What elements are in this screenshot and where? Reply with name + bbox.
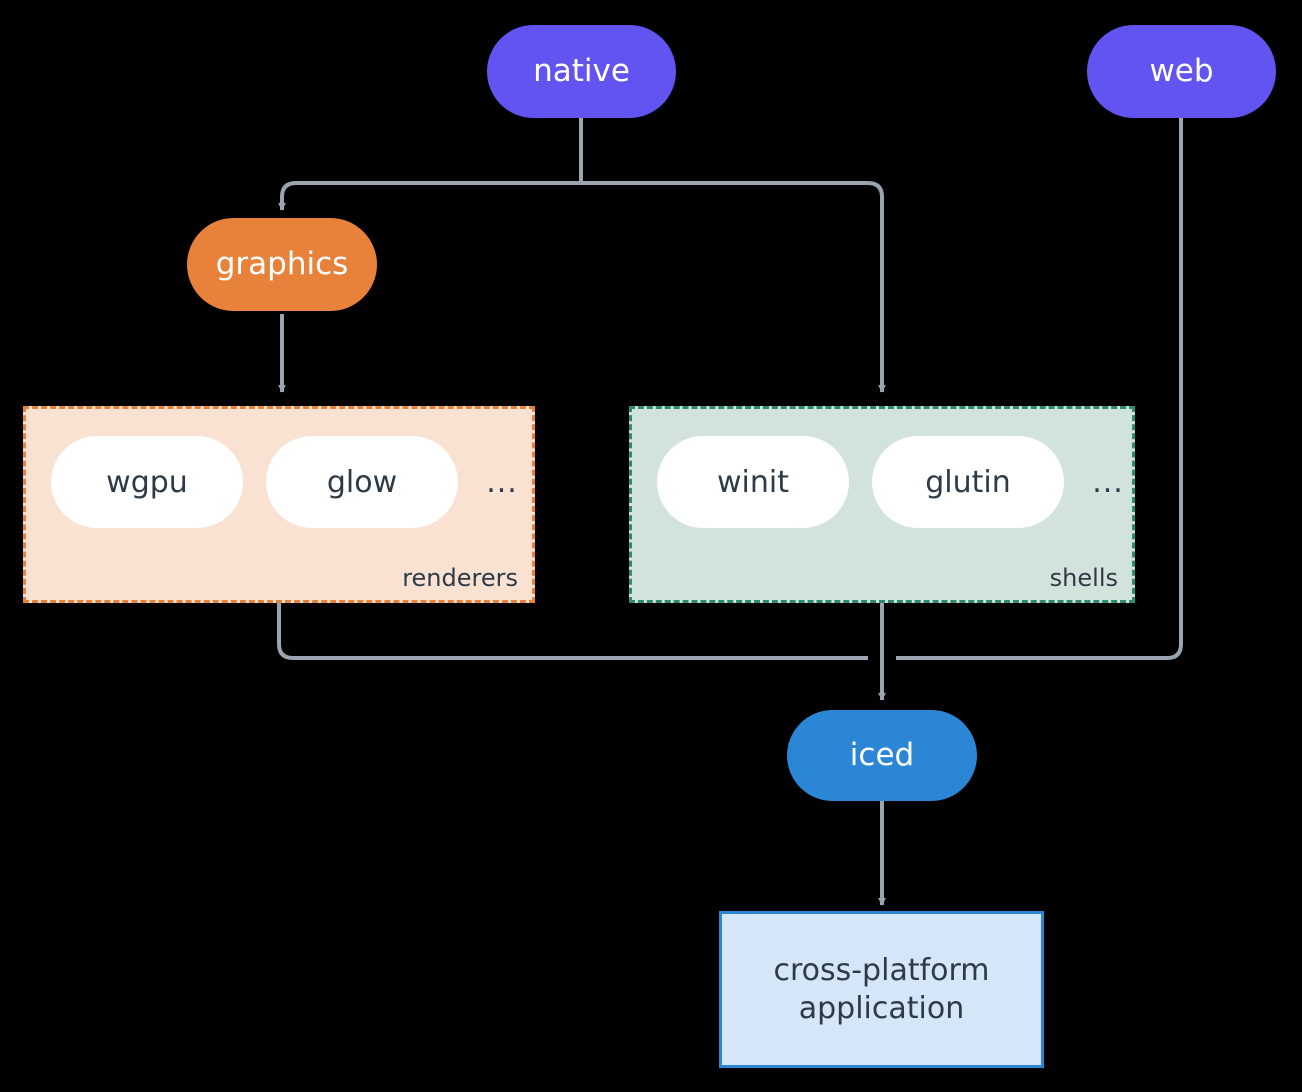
chip-wgpu-label: wgpu — [106, 464, 188, 500]
application-label-line1: cross-platform — [773, 953, 990, 988]
node-iced-label: iced — [849, 737, 915, 774]
node-native[interactable]: native — [487, 25, 676, 118]
edge-native-to-graphics — [278, 181, 581, 211]
chip-glutin-label: glutin — [925, 464, 1011, 500]
group-shells-label: shells — [1049, 564, 1118, 592]
chip-glow-label: glow — [326, 464, 398, 500]
edge-native-to-shells — [581, 181, 886, 393]
shells-overflow-ellipsis: ... — [1084, 436, 1132, 528]
edge-renderers-to-iced — [277, 603, 868, 660]
node-native-label: native — [533, 53, 630, 90]
group-renderers: wgpu glow ... renderers — [23, 406, 535, 603]
application-label-line2: application — [798, 990, 965, 1026]
node-iced[interactable]: iced — [787, 710, 977, 801]
chip-winit[interactable]: winit — [657, 436, 849, 528]
chip-glutin[interactable]: glutin — [872, 436, 1064, 528]
node-graphics[interactable]: graphics — [187, 218, 377, 311]
group-renderers-label: renderers — [402, 564, 518, 592]
node-web-label: web — [1149, 53, 1214, 90]
group-shells: winit glutin ... shells — [629, 406, 1135, 603]
chip-winit-label: winit — [717, 464, 789, 500]
chip-wgpu[interactable]: wgpu — [51, 436, 243, 528]
node-graphics-label: graphics — [215, 246, 349, 283]
renderers-overflow-label: ... — [486, 464, 518, 500]
chip-glow[interactable]: glow — [266, 436, 458, 528]
shells-overflow-label: ... — [1092, 464, 1124, 500]
node-web[interactable]: web — [1087, 25, 1276, 118]
renderers-overflow-ellipsis: ... — [478, 436, 526, 528]
node-cross-platform-application[interactable]: cross-platform application — [719, 911, 1044, 1068]
